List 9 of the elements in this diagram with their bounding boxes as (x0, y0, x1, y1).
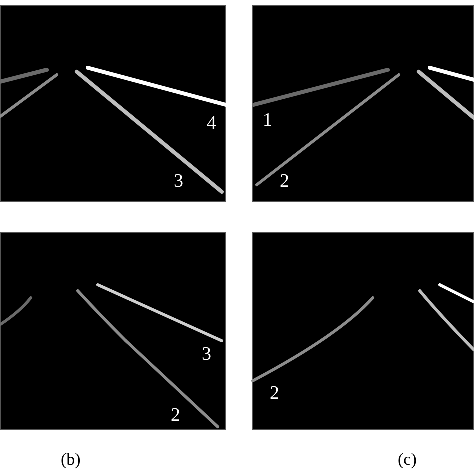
line-number: 3 (174, 172, 184, 191)
line-number: 2 (280, 172, 290, 191)
line-number: 3 (202, 345, 212, 364)
panel-caption: (c) (398, 451, 417, 468)
line-number: 4 (207, 114, 216, 133)
line-number: 1 (263, 111, 272, 130)
panel-caption: (b) (61, 451, 81, 468)
line-number: 2 (270, 384, 280, 403)
line-number: 2 (171, 406, 180, 425)
